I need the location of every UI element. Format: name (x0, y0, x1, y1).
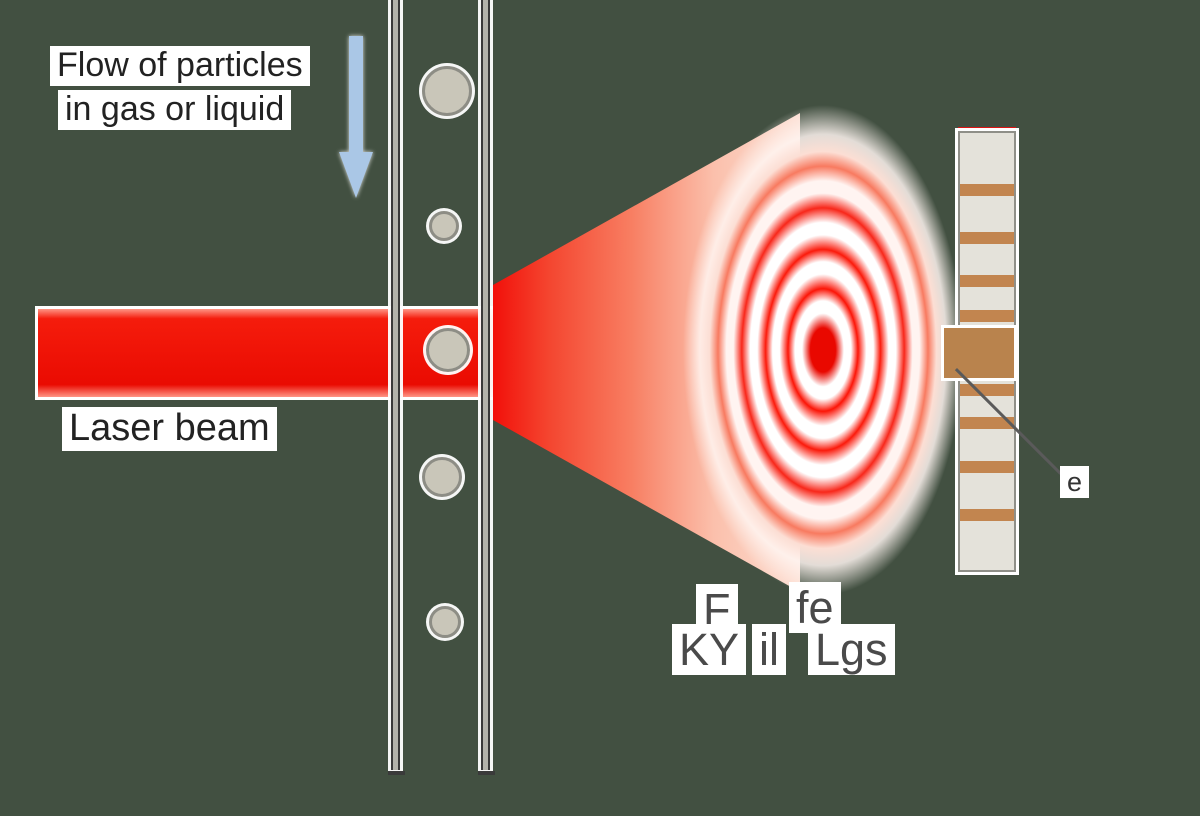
detector-segment (960, 417, 1014, 429)
particle (422, 66, 472, 116)
laser-beam (38, 309, 494, 397)
arrow-shaft (349, 36, 363, 154)
flow-label-line1: Flow of particles (50, 46, 310, 86)
detector-segment (960, 461, 1014, 473)
detector-segment (960, 232, 1014, 244)
laser-beam-label: Laser beam (62, 407, 277, 451)
particle (429, 211, 459, 241)
detector-segment (960, 509, 1014, 521)
caption-fragment: Lgs (808, 624, 895, 676)
flow-cell-wall-left (391, 0, 400, 770)
caption-fragment: il (752, 624, 786, 676)
detector-segment (960, 275, 1014, 287)
detector-label-fragment: e (1060, 466, 1090, 499)
arrow-head (339, 152, 373, 198)
particle (422, 457, 462, 497)
flow-cell-wall-left-end (388, 771, 405, 775)
particle (429, 606, 461, 638)
caption-fragment: KY (672, 624, 747, 676)
detector-segment (960, 184, 1014, 196)
detector-segment (960, 310, 1014, 322)
detector-top-line (958, 127, 1016, 130)
diffraction-ring-pattern (683, 105, 963, 595)
particle (426, 328, 470, 372)
down-arrow-icon (336, 30, 376, 200)
flow-cell-wall-right (481, 0, 490, 770)
flow-label-line2: in gas or liquid (58, 90, 292, 130)
flow-cell-wall-right-end (478, 771, 495, 775)
detector-segment (960, 384, 1014, 396)
